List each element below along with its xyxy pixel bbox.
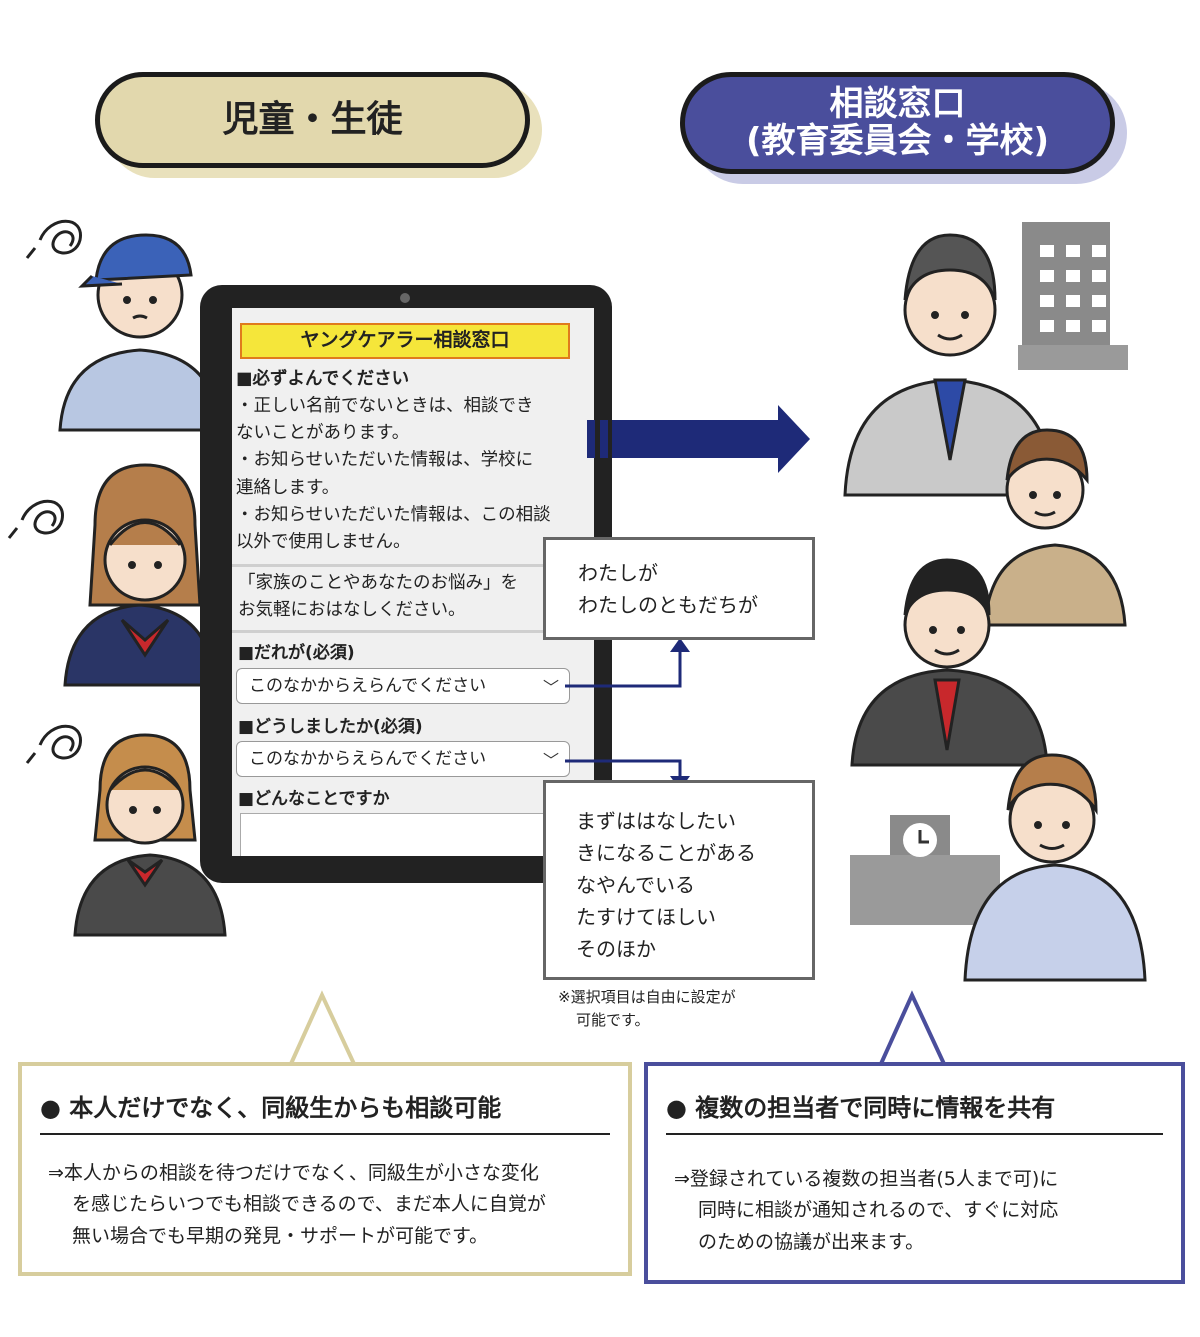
callout-pointer bbox=[876, 990, 949, 1068]
who-select-placeholder: このなかからえらんでください bbox=[249, 675, 487, 696]
notice-line: ・お知らせいただいた情報は、この相談 bbox=[236, 504, 551, 525]
feature-body: ⇒本人からの相談を待つだけでなく、同級生が小さな変化 を感じたらいつでも相談でき… bbox=[48, 1158, 610, 1252]
notice-line: ・お知らせいただいた情報は、学校に bbox=[236, 450, 534, 471]
feature-body-line: ⇒登録されている複数の担当者(5人まで可)に bbox=[674, 1168, 1059, 1190]
who-field-label: ■だれが(必須) bbox=[238, 643, 355, 663]
feature-body-line: を感じたらいつでも相談できるので、まだ本人に自覚が bbox=[72, 1193, 546, 1216]
detail-textarea[interactable] bbox=[240, 813, 592, 856]
feature-box-student: ● 本人だけでなく、同級生からも相談可能 ⇒本人からの相談を待つだけでなく、同級… bbox=[18, 1062, 632, 1276]
student-girl-icon bbox=[63, 463, 217, 687]
big-arrow-icon bbox=[587, 405, 810, 473]
notice-section: ■必ずよんでください ・正しい名前でないときは、相談でき ないことがあります。 … bbox=[236, 366, 586, 556]
note-line: ※選択項目は自由に設定が bbox=[558, 988, 736, 1006]
student-label-text: 児童・生徒 bbox=[222, 99, 403, 141]
what-select-placeholder: このなかからえらんでください bbox=[249, 748, 487, 769]
feature-title: ● 本人だけでなく、同級生からも相談可能 bbox=[40, 1088, 610, 1135]
chevron-down-icon: ﹀ bbox=[542, 678, 559, 697]
what-option[interactable]: なやんでいる bbox=[576, 873, 695, 897]
callout-pointer bbox=[286, 990, 359, 1068]
invite-line: 「家族のことやあなたのお悩み」を bbox=[238, 573, 518, 593]
divider bbox=[232, 630, 594, 633]
office-label-line1: 相談窓口 bbox=[829, 83, 966, 124]
illustration-layer bbox=[7, 219, 1147, 982]
staff-man-icon bbox=[843, 233, 1057, 497]
who-options-popup: わたしが わたしのともだちが bbox=[543, 537, 815, 640]
feature-body-line: 同時に相談が通知されるので、すぐに対応 bbox=[698, 1199, 1059, 1222]
school-building-icon bbox=[850, 815, 1000, 925]
feature-title: ● 複数の担当者で同時に情報を共有 bbox=[666, 1088, 1163, 1135]
staff-woman-icon bbox=[983, 428, 1127, 627]
selection-note: ※選択項目は自由に設定が 可能です。 bbox=[558, 986, 736, 1031]
notice-line: 連絡します。 bbox=[236, 477, 340, 498]
connector-line bbox=[565, 650, 682, 688]
what-options-popup: まずははなしたい きになることがある なやんでいる たすけてほしい そのほか bbox=[543, 780, 815, 980]
divider bbox=[232, 564, 594, 567]
who-select[interactable]: このなかからえらんでください ﹀ bbox=[236, 668, 570, 704]
what-option[interactable]: そのほか bbox=[576, 937, 656, 961]
chevron-down-icon: ﹀ bbox=[542, 751, 559, 770]
notice-line: 以外で使用しません。 bbox=[236, 531, 411, 552]
feature-body-line: ⇒本人からの相談を待つだけでなく、同級生が小さな変化 bbox=[48, 1162, 539, 1184]
student-label: 児童・生徒 bbox=[95, 72, 530, 168]
office-label: 相談窓口 (教育委員会・学校) bbox=[680, 72, 1115, 174]
tablet-screen: ヤングケアラー相談窓口 ■必ずよんでください ・正しい名前でないときは、相談でき… bbox=[232, 308, 594, 856]
invite-line: お気軽におはなしください。 bbox=[238, 600, 466, 621]
who-option[interactable]: わたしが bbox=[578, 561, 658, 585]
feature-body-line: 無い場合でも早期の発見・サポートが可能です。 bbox=[72, 1224, 489, 1247]
what-option[interactable]: たすけてほしい bbox=[576, 905, 716, 929]
what-select[interactable]: このなかからえらんでください ﹀ bbox=[236, 741, 570, 777]
invite-text: 「家族のことやあなたのお悩み」を お気軽におはなしください。 bbox=[238, 570, 588, 624]
note-line: 可能です。 bbox=[576, 1010, 650, 1029]
who-option[interactable]: わたしのともだちが bbox=[578, 592, 758, 617]
consult-form-title: ヤングケアラー相談窓口 bbox=[240, 323, 570, 359]
detail-field-label: ■どんなことですか bbox=[238, 789, 390, 809]
worry-scribble-icon bbox=[7, 219, 82, 764]
feature-body-line: のための協議が出来ます。 bbox=[698, 1230, 925, 1253]
office-label-line2: (教育委員会・学校) bbox=[745, 121, 1050, 161]
feature-box-office: ● 複数の担当者で同時に情報を共有 ⇒登録されている複数の担当者(5人まで可)に… bbox=[644, 1062, 1185, 1284]
notice-heading: ■必ずよんでください bbox=[236, 369, 410, 389]
arrow-up-icon bbox=[670, 638, 690, 652]
what-option[interactable]: まずははなしたい bbox=[576, 809, 736, 833]
camera-dot bbox=[400, 293, 410, 303]
notice-line: ないことがあります。 bbox=[236, 423, 410, 444]
staff-woman2-icon bbox=[963, 753, 1147, 982]
what-field-label: ■どうしましたか(必須) bbox=[238, 717, 423, 737]
connector-line bbox=[565, 759, 682, 778]
student-boy-icon bbox=[58, 233, 222, 432]
office-building-icon bbox=[1018, 222, 1128, 370]
staff-elder-man-icon bbox=[850, 558, 1049, 767]
student-girl2-icon bbox=[73, 733, 227, 937]
what-option[interactable]: きになることがある bbox=[576, 841, 756, 865]
notice-line: ・正しい名前でないときは、相談でき bbox=[236, 396, 534, 417]
feature-body: ⇒登録されている複数の担当者(5人まで可)に 同時に相談が通知されるので、すぐに… bbox=[674, 1164, 1163, 1258]
